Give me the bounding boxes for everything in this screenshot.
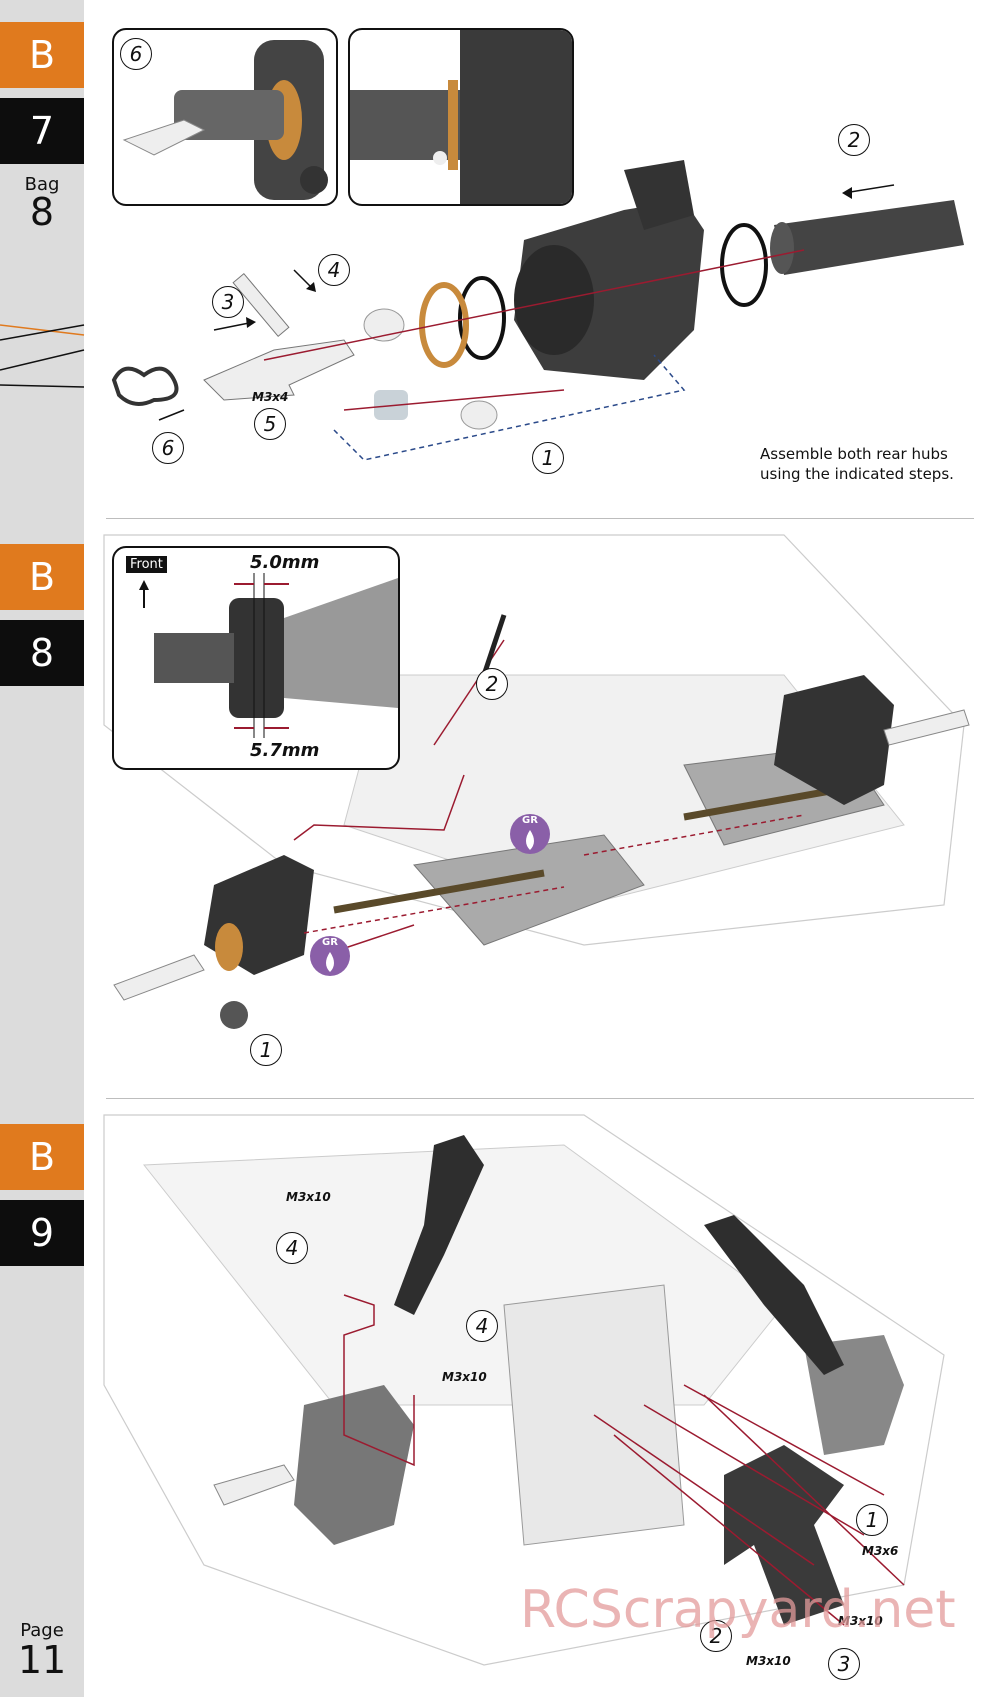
callout-2: 2	[700, 1620, 732, 1652]
bag-label: Bag	[24, 174, 60, 195]
screw-size-label: M3x10	[746, 1654, 791, 1668]
sidebar: B 7 Bag 8 B 8 B 9 Page 11	[0, 0, 84, 1697]
step-tab-8: 8	[0, 620, 84, 686]
section-letter: B	[28, 33, 56, 77]
section-divider	[106, 1098, 974, 1099]
callout-6b: 6	[152, 432, 184, 464]
measurement-top: 5.0mm	[250, 552, 320, 573]
callout-3: 3	[212, 286, 244, 318]
callout-2: 2	[476, 668, 508, 700]
screw-size-label: M3x10	[442, 1370, 487, 1384]
callout-6: 6	[120, 38, 152, 70]
front-label: Front	[126, 556, 167, 573]
screw-size-label: M3x4	[252, 390, 289, 404]
instruction-note-line2: using the indicated steps.	[760, 465, 954, 483]
rear-hub-exploded-drawing	[111, 160, 964, 461]
callout-4b: 4	[466, 1310, 498, 1342]
step-tab-7: 7	[0, 98, 84, 164]
callout-3: 3	[828, 1648, 860, 1680]
measurement-drawing	[139, 573, 398, 738]
step-number: 9	[29, 1211, 55, 1255]
page-label: Page	[20, 1620, 64, 1641]
callout-4: 4	[318, 254, 350, 286]
section-tab-b8: B	[0, 544, 84, 610]
section-letter: B	[28, 1135, 56, 1179]
grease-drop-icon	[310, 936, 350, 976]
step-number: 7	[29, 109, 55, 153]
callout-4: 4	[276, 1232, 308, 1264]
section-letter: B	[28, 555, 56, 599]
callout-5: 5	[254, 408, 286, 440]
instruction-note-line1: Assemble both rear hubs	[760, 445, 948, 463]
hub-detail-drawing	[350, 30, 572, 204]
decorative-lines	[0, 324, 85, 388]
detail-inset-clip	[112, 28, 338, 206]
clip-detail-drawing	[122, 40, 328, 200]
callout-1: 1	[856, 1504, 888, 1536]
screw-size-label: M3x6	[862, 1544, 899, 1558]
screw-size-label: M3x10	[838, 1614, 883, 1628]
step-tab-9: 9	[0, 1200, 84, 1266]
section-divider	[106, 518, 974, 519]
screw-size-label: M3x10	[286, 1190, 331, 1204]
section-tab-b7: B	[0, 22, 84, 88]
page-number: 11	[17, 1638, 67, 1682]
step-number: 8	[29, 631, 55, 675]
front-arrow-icon	[139, 580, 149, 590]
measurement-inset: Front 5.0mm 5.7mm	[112, 546, 400, 770]
callout-2: 2	[838, 124, 870, 156]
watermark: RCScrapyard.net	[520, 1580, 956, 1640]
section-tab-b9: B	[0, 1124, 84, 1190]
callout-1: 1	[250, 1034, 282, 1066]
measurement-bottom: 5.7mm	[250, 740, 320, 761]
detail-inset-hub	[348, 28, 574, 206]
grease-drop-icon	[510, 814, 550, 854]
arrow-icon	[842, 187, 852, 199]
camber-link-mount-drawing	[103, 1114, 945, 1666]
bag-number: 8	[29, 190, 55, 234]
grease-label: GR	[522, 815, 538, 826]
grease-label: GR	[322, 937, 338, 948]
callout-1: 1	[532, 442, 564, 474]
